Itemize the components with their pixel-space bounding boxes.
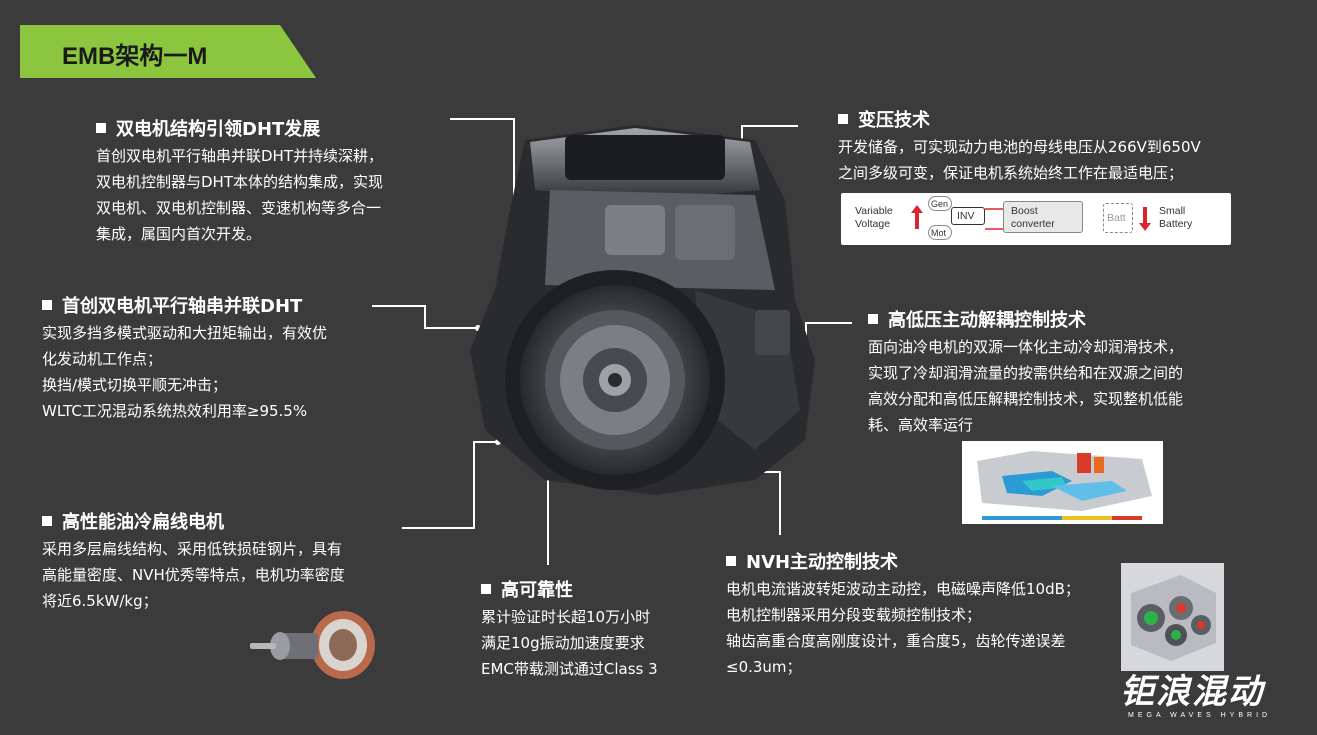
variable-label: Variable (855, 205, 893, 217)
callout-line-oil-cooled (402, 441, 498, 529)
dht-engine-image (470, 125, 815, 495)
section-decoupling: 高低压主动解耦控制技术 面向油冷电机的双源一体化主动冷却润滑技术， 实现了冷却润… (868, 306, 1183, 438)
converter-label: converter (1011, 218, 1055, 230)
bullet-icon (868, 314, 878, 324)
gear-model-image (1121, 563, 1224, 671)
callout-line-parallel-shaft (372, 305, 478, 329)
section-heading: 高可靠性 (501, 580, 573, 601)
boost-label: Boost (1011, 205, 1038, 217)
section-dual-motor: 双电机结构引领DHT发展 首创双电机平行轴串并联DHT并持续深耕， 双电机控制器… (96, 115, 383, 247)
bullet-icon (726, 556, 736, 566)
section-line: 换挡/模式切换平顺无冲击； (42, 376, 228, 394)
section-line: 满足10g振动加速度要求 (481, 634, 645, 652)
section-line: 高效分配和高低压解耦控制技术，实现整机低能 (868, 390, 1184, 408)
section-heading: 高低压主动解耦控制技术 (888, 310, 1086, 331)
section-line: 双电机、双电机控制器、变速机构等多合一 (96, 199, 382, 217)
page-title: EMB架构一M (62, 43, 208, 70)
title-banner (20, 25, 316, 78)
section-line: 耗、高效率运行 (868, 416, 974, 434)
section-line: 集成，属国内首次开发。 (96, 225, 262, 243)
section-line: 面向油冷电机的双源一体化主动冷却润滑技术， (868, 338, 1184, 356)
brand-logo: 钜浪混动 MEGA WAVES HYBRID (1120, 672, 1300, 728)
battery-label: Battery (1159, 218, 1193, 230)
inv-label: INV (957, 210, 975, 222)
section-line: EMC带载测试通过Class 3 (481, 660, 658, 678)
section-line: 采用多层扁线结构、采用低铁损硅钢片，具有 (42, 540, 343, 558)
section-line: 化发动机工作点； (42, 350, 163, 368)
section-line: ≤0.3um； (726, 658, 802, 676)
gen-label: Gen (931, 199, 949, 209)
batt-label: Batt (1107, 212, 1126, 224)
section-line: 将近6.5kW/kg； (42, 592, 158, 610)
section-line: 实现了冷却润滑流量的按需供给和在双源之间的 (868, 364, 1184, 382)
section-line: 双电机控制器与DHT本体的结构集成，实现 (96, 173, 383, 191)
section-parallel-shaft: 首创双电机平行轴串并联DHT 实现多挡多模式驱动和大扭矩输出，有效优 化发动机工… (42, 292, 327, 424)
flat-wire-motor-image (250, 611, 375, 679)
section-line: 电机电流谐波转矩波动主动控，电磁噪声降低10dB； (726, 580, 1080, 598)
section-line: 首创双电机平行轴串并联DHT并持续深耕， (96, 147, 383, 165)
section-line: 轴齿高重合度高刚度设计，重合度5，齿轮传递误差 (726, 632, 1066, 650)
down-arrow-icon (1139, 207, 1151, 231)
section-line: 开发储备，可实现动力电池的母线电压从266V到650V (838, 138, 1201, 156)
cooling-simulation-image (962, 441, 1163, 524)
voltage-label: Voltage (855, 218, 891, 230)
bullet-icon (42, 516, 52, 526)
section-heading: 高性能油冷扁线电机 (62, 512, 224, 533)
bullet-icon (96, 123, 106, 133)
section-line: 累计验证时长超10万小时 (481, 608, 651, 626)
bullet-icon (42, 300, 52, 310)
bullet-icon (481, 584, 491, 594)
section-reliability: 高可靠性 累计验证时长超10万小时 满足10g振动加速度要求 EMC带载测试通过… (481, 576, 658, 682)
section-line: WLTC工况混动系统热效利用率≥95.5% (42, 402, 308, 420)
logo-subtext: MEGA WAVES HYBRID (1128, 712, 1272, 719)
small-label: Small (1159, 205, 1186, 217)
section-line: 之间多级可变，保证电机系统始终工作在最适电压； (838, 164, 1184, 182)
section-oil-cooled: 高性能油冷扁线电机 采用多层扁线结构、采用低铁损硅钢片，具有 高能量密度、NVH… (42, 508, 345, 614)
section-heading: 首创双电机平行轴串并联DHT (62, 296, 303, 317)
section-line: 实现多挡多模式驱动和大扭矩输出，有效优 (42, 324, 328, 342)
bullet-icon (838, 114, 848, 124)
section-line: 电机控制器采用分段变载频控制技术； (726, 606, 982, 624)
mot-label: Mot (931, 228, 947, 238)
section-heading: NVH主动控制技术 (746, 552, 899, 573)
section-nvh: NVH主动控制技术 电机电流谐波转矩波动主动控，电磁噪声降低10dB； 电机控制… (726, 548, 1080, 680)
section-boost: 变压技术 开发储备，可实现动力电池的母线电压从266V到650V 之间多级可变，… (838, 106, 1201, 186)
section-heading: 变压技术 (858, 110, 930, 131)
voltage-diagram: Variable Voltage Gen Mot INV Boost conve… (841, 193, 1231, 245)
section-heading: 双电机结构引领DHT发展 (116, 119, 321, 140)
logo-text: 钜浪混动 (1120, 672, 1264, 712)
up-arrow-icon (911, 205, 923, 229)
section-line: 高能量密度、NVH优秀等特点，电机功率密度 (42, 566, 345, 584)
